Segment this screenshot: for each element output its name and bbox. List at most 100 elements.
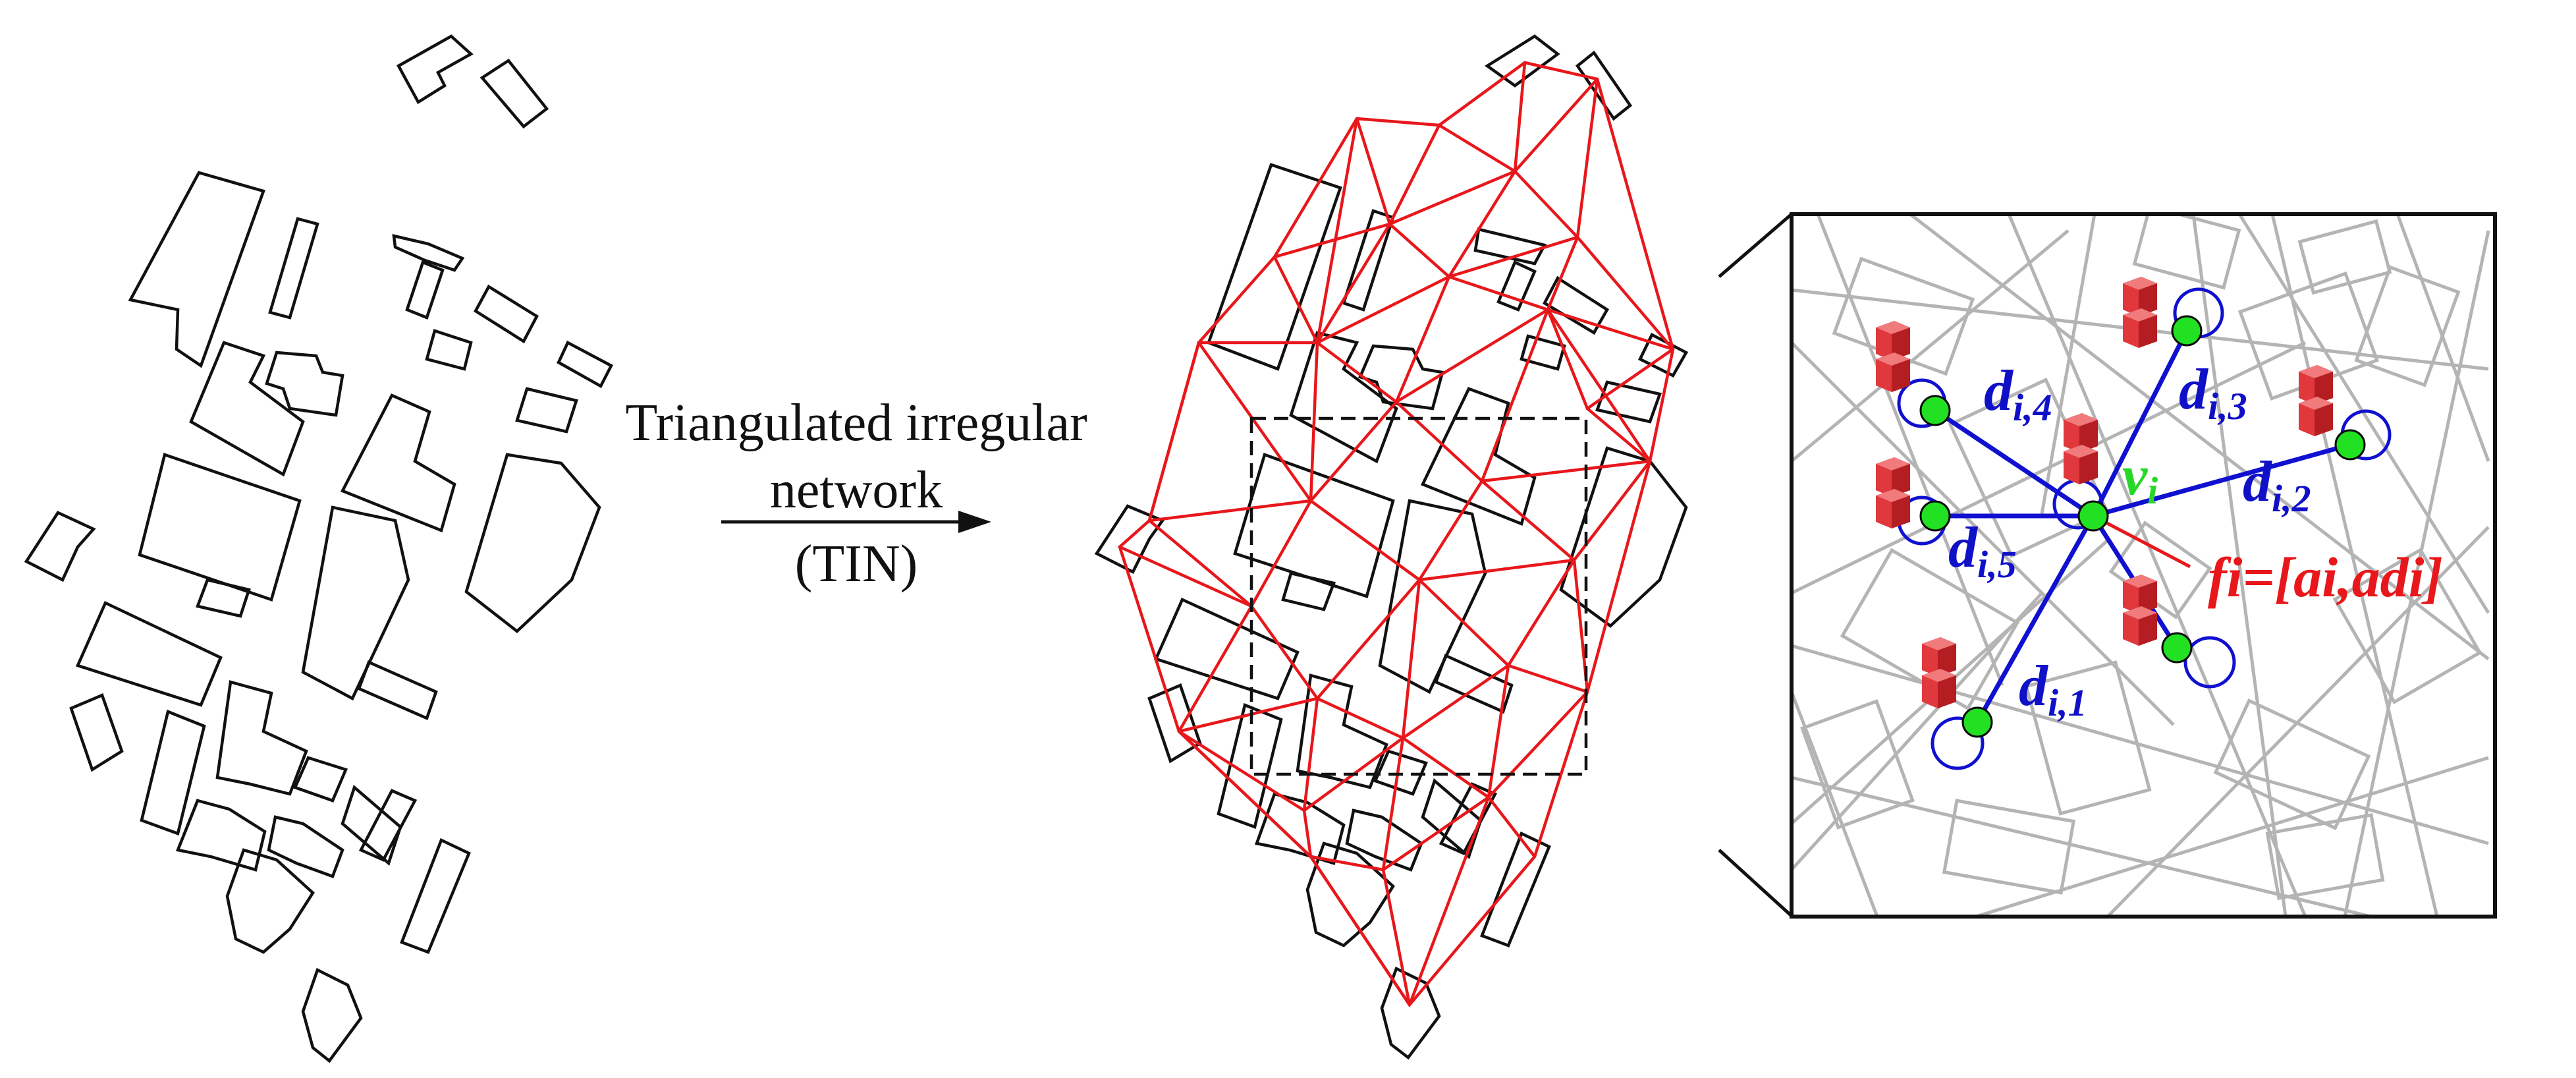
- tin-edge: [1309, 499, 1421, 582]
- background-building: [2024, 660, 2152, 816]
- building: [1484, 34, 1560, 88]
- building: [1480, 831, 1551, 948]
- tin-edges: [1118, 61, 1675, 1007]
- building: [1638, 332, 1689, 378]
- tin-edge: [1480, 479, 1576, 562]
- tin-edge: [1388, 222, 1451, 279]
- tin-edge: [1487, 690, 1589, 799]
- tin-edge: [1273, 117, 1359, 259]
- tin-edge: [1394, 275, 1451, 404]
- tin-edge: [1447, 235, 1579, 279]
- building: [1595, 380, 1662, 424]
- zoom-panel-frame: [1790, 212, 2497, 919]
- building-footprints: [24, 34, 614, 1064]
- node: [2171, 315, 2203, 347]
- background-edge: [1792, 592, 2043, 871]
- tin-edge: [1177, 696, 1319, 733]
- edge-d-i-2: [2091, 442, 2353, 519]
- tin-edge: [1437, 123, 1517, 173]
- background-edge: [1792, 776, 2372, 917]
- node: [2334, 429, 2366, 461]
- building: [358, 789, 418, 862]
- background-edge: [1909, 214, 2490, 660]
- building: [138, 453, 302, 602]
- building: [140, 709, 206, 836]
- tin-edge: [1401, 736, 1491, 799]
- caption-line-3: (TIN): [795, 535, 918, 593]
- background-edge: [1792, 691, 1879, 917]
- building: [392, 234, 465, 272]
- tin-edge: [1546, 308, 1675, 351]
- building: [1559, 446, 1688, 628]
- tin-edge: [1408, 795, 1491, 1007]
- tin-edge: [1302, 808, 1313, 859]
- tin-edge: [1147, 499, 1313, 523]
- edge-label-d-i-4: di,4: [1984, 359, 2052, 429]
- tin-edge: [1381, 868, 1411, 1007]
- tin-edge: [1480, 308, 1550, 483]
- background-edge: [2040, 214, 2096, 515]
- edge-label-d-i-5: di,5: [1948, 516, 2017, 586]
- building: [301, 967, 363, 1064]
- building: [1233, 453, 1395, 598]
- building: [515, 387, 578, 434]
- zoom-connector-bottom: [1718, 849, 1793, 917]
- building: [1147, 683, 1202, 764]
- edge-d-i-3: [2091, 328, 2189, 519]
- tin-edge: [1513, 61, 1527, 173]
- node: [2161, 632, 2193, 664]
- node: [1919, 395, 1951, 426]
- tin-edge: [1315, 341, 1398, 404]
- tin-edge: [1487, 795, 1537, 859]
- tin-edge: [1177, 729, 1313, 859]
- background-building: [2213, 698, 2371, 830]
- edge-label-d-i-2: di,2: [2243, 450, 2311, 520]
- tin-edge: [1585, 347, 1675, 411]
- building: [265, 351, 344, 417]
- building: [292, 756, 348, 803]
- tin-edge: [1315, 696, 1405, 740]
- building: [400, 837, 471, 954]
- building: [1543, 275, 1610, 335]
- tin-edge: [1447, 169, 1517, 279]
- building: [75, 600, 223, 707]
- tin-edge: [1388, 169, 1517, 226]
- node-graph: [1876, 277, 2392, 770]
- tin-arrow: [721, 511, 991, 533]
- building: [175, 799, 267, 872]
- tin-edge: [1273, 255, 1319, 345]
- building: [215, 680, 308, 796]
- tin-edge: [1147, 341, 1201, 523]
- building: [357, 660, 438, 721]
- background-building: [1942, 799, 2076, 895]
- building: [405, 260, 445, 320]
- building: [1153, 598, 1300, 700]
- background-edge: [2343, 230, 2490, 917]
- building: [396, 34, 474, 105]
- building: [1345, 808, 1423, 872]
- tin-inner-edges: [1118, 61, 1675, 1007]
- tin-edge: [1381, 795, 1491, 872]
- tin-edge: [1355, 117, 1392, 226]
- self-loop: [1931, 716, 1985, 770]
- edge-d-i-1: [1975, 513, 2096, 725]
- tin-edge: [1546, 308, 1652, 463]
- tin-edge: [1576, 77, 1599, 239]
- building: [225, 848, 315, 954]
- building: [1254, 792, 1346, 865]
- building: [1473, 227, 1547, 266]
- tin-edge: [1309, 855, 1385, 872]
- building: [1434, 653, 1514, 714]
- tin-edge: [1302, 696, 1319, 812]
- background-edge: [1792, 341, 2175, 726]
- tin-edge: [1546, 235, 1579, 312]
- building: [1421, 778, 1483, 859]
- building: [480, 58, 549, 129]
- tin-edge: [1309, 400, 1398, 503]
- tin-edge: [1506, 664, 1589, 694]
- building: [195, 578, 251, 618]
- building: [474, 284, 539, 344]
- background-edge: [2007, 214, 2307, 917]
- tin-edge: [1506, 558, 1576, 667]
